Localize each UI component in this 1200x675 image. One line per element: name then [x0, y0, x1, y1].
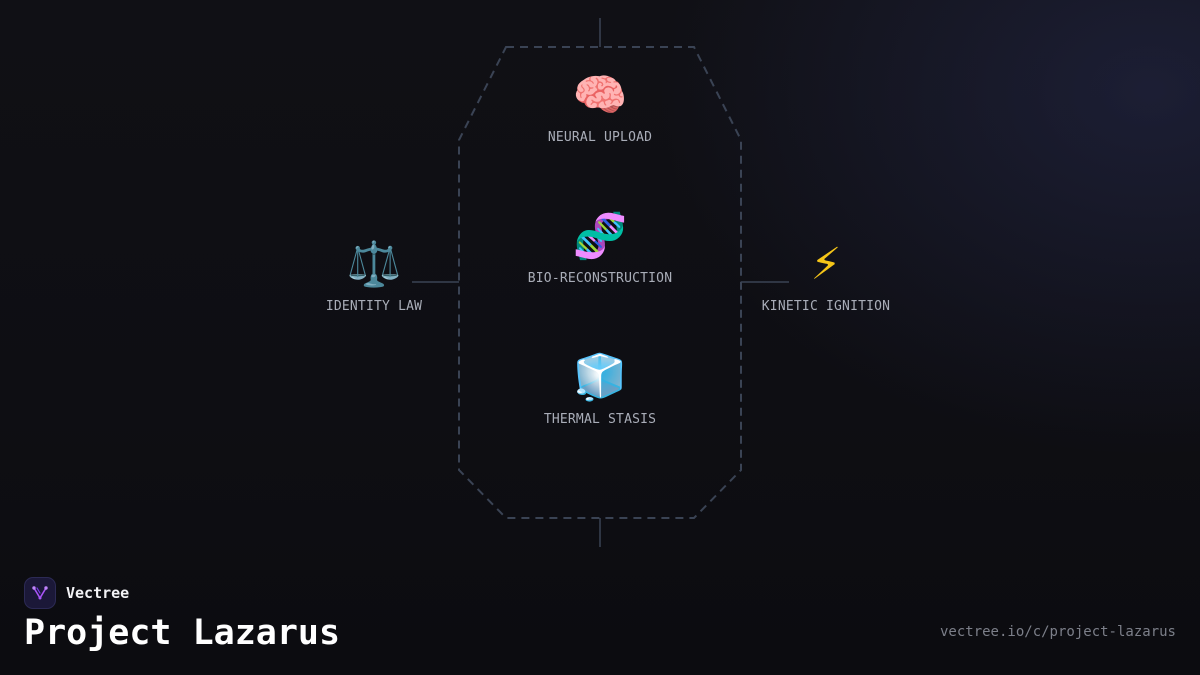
node-label: NEURAL UPLOAD	[547, 130, 653, 145]
node-identity-law: ⚖️ IDENTITY LAW	[254, 237, 494, 314]
vectree-logo-icon	[24, 577, 56, 609]
node-label: IDENTITY LAW	[325, 299, 423, 314]
brain-icon: 🧠	[572, 70, 628, 121]
scales-icon: ⚖️	[346, 239, 402, 290]
page-title: Project Lazarus	[24, 613, 341, 653]
node-bio-reconstruction: 🧬 BIO-RECONSTRUCTION	[480, 209, 720, 286]
node-label: KINETIC IGNITION	[761, 299, 891, 314]
core-octagon	[458, 46, 742, 519]
dna-icon: 🧬	[572, 211, 628, 262]
node-neural-upload: 🧠 NEURAL UPLOAD	[480, 68, 720, 145]
node-thermal-stasis: 🧊 THERMAL STASIS	[480, 350, 720, 427]
lightning-icon: ⚡	[810, 239, 842, 290]
ice-cube-icon: 🧊	[572, 352, 628, 403]
brand-name: Vectree	[66, 584, 130, 602]
node-label: THERMAL STASIS	[543, 412, 657, 427]
project-url[interactable]: vectree.io/c/project-lazarus	[939, 624, 1176, 640]
node-label: BIO-RECONSTRUCTION	[527, 271, 673, 286]
node-kinetic-ignition: ⚡ KINETIC IGNITION	[706, 237, 946, 314]
brand[interactable]: Vectree	[24, 577, 129, 609]
